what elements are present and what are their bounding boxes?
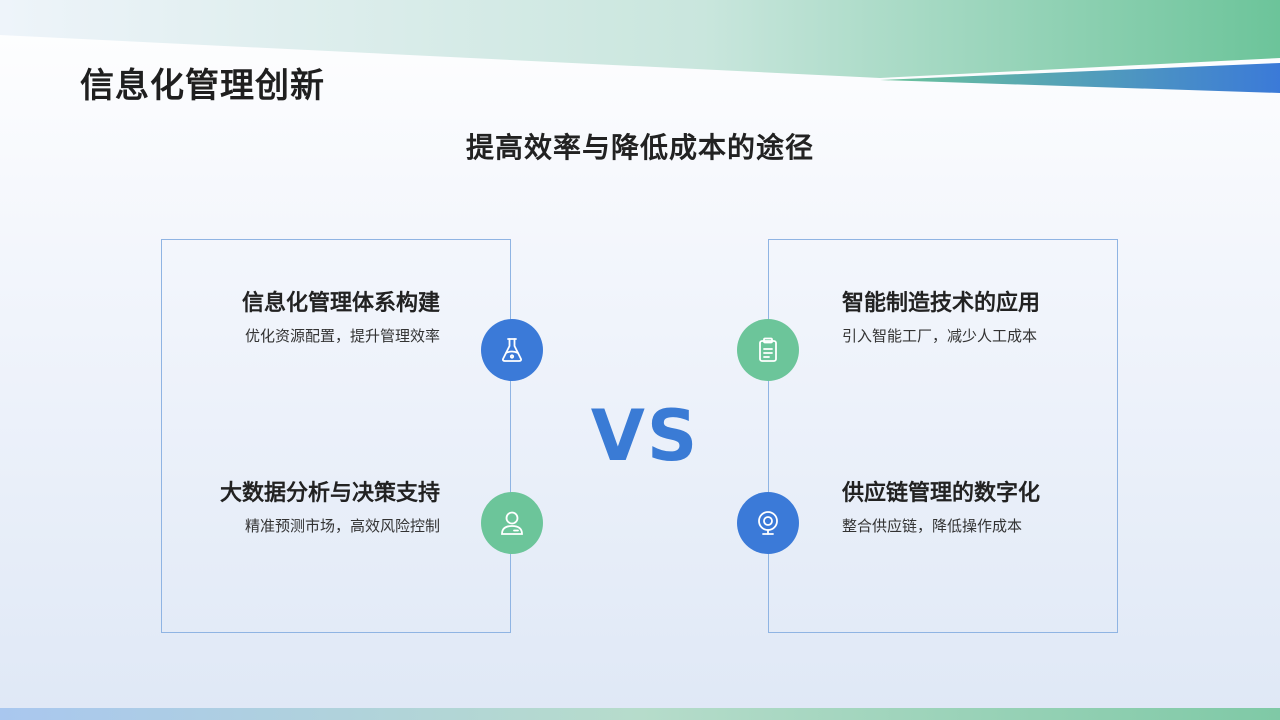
left-item-2-title: 大数据分析与决策支持: [219, 481, 440, 506]
right-item-2-desc: 整合供应链，降低操作成本: [842, 517, 1023, 535]
flask-icon: [502, 338, 522, 362]
vs-label: VS: [590, 395, 700, 477]
right-panel: [768, 239, 1118, 633]
top-decoration: [0, 0, 1280, 93]
user-icon: [501, 511, 523, 535]
right-item-1-badge: [737, 319, 799, 381]
page-subtitle: 提高效率与降低成本的途径: [465, 131, 814, 164]
right-item-1-desc: 引入智能工厂，减少人工成本: [842, 327, 1038, 345]
bottom-decoration: [0, 708, 1280, 720]
right-item-2-title: 供应链管理的数字化: [842, 481, 1041, 506]
webcam-icon: [758, 511, 778, 535]
right-item-2-badge: [737, 492, 799, 554]
left-item-1-title: 信息化管理体系构建: [241, 291, 440, 316]
left-item-2-badge: [481, 492, 543, 554]
clipboard-icon: [759, 337, 777, 362]
left-panel: [161, 239, 511, 633]
left-item-2-desc: 精准预测市场，高效风险控制: [244, 517, 440, 535]
left-item-1-desc: 优化资源配置，提升管理效率: [244, 327, 440, 345]
page-title: 信息化管理创新: [80, 66, 325, 106]
left-item-1-badge: [481, 319, 543, 381]
right-item-1-title: 智能制造技术的应用: [842, 291, 1041, 316]
